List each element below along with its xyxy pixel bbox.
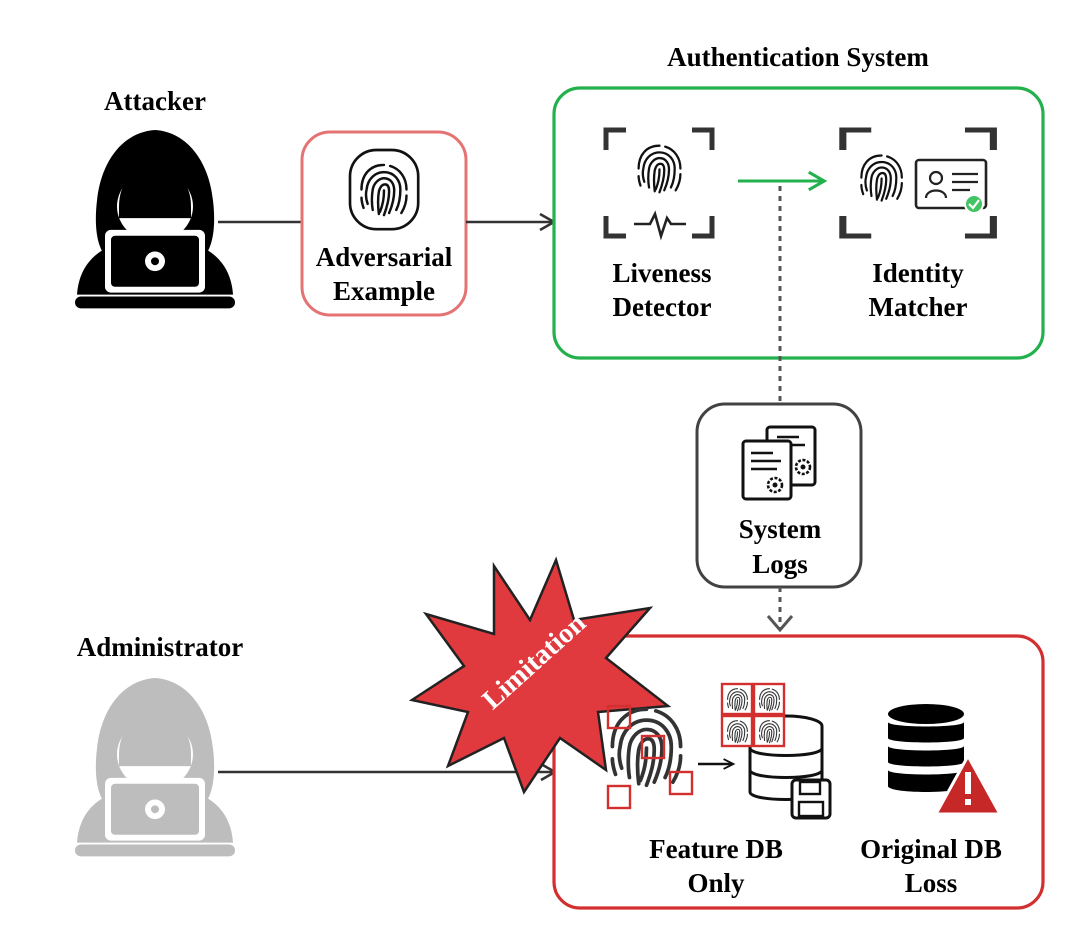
original-db-line2: Loss (905, 868, 958, 898)
adversarial-example-box (300, 130, 468, 317)
original-db-line1: Original DB (860, 834, 1002, 864)
fingerprint-icon (348, 148, 420, 231)
log-documents-gear-icon (741, 425, 817, 501)
identity-matcher-line2: Matcher (869, 292, 968, 322)
liveness-detector-icon (606, 130, 712, 241)
auth-system-title: Authentication System (667, 42, 929, 72)
system-logs-line1: System (739, 514, 822, 544)
adversarial-example-line1: Adversarial (316, 242, 453, 272)
attacker-icon (75, 129, 235, 309)
feature-database-icon (606, 682, 832, 820)
attacker-label: Attacker (104, 86, 206, 116)
identity-matcher-line1: Identity (872, 258, 964, 288)
limitation-starburst: Limitation (408, 556, 672, 795)
system-logs-line2: Logs (752, 549, 808, 579)
administrator-icon (75, 677, 235, 857)
logs-to-db-arrowhead (766, 615, 794, 633)
adversarial-example-line2: Example (333, 276, 435, 306)
liveness-detector-line2: Detector (613, 292, 712, 322)
feature-db-line1: Feature DB (649, 834, 783, 864)
liveness-detector-line1: Liveness (612, 258, 711, 288)
administrator-label: Administrator (77, 632, 243, 662)
database-warning-icon (888, 704, 1002, 816)
identity-matcher-icon (843, 130, 994, 236)
feature-db-line2: Only (687, 868, 745, 898)
